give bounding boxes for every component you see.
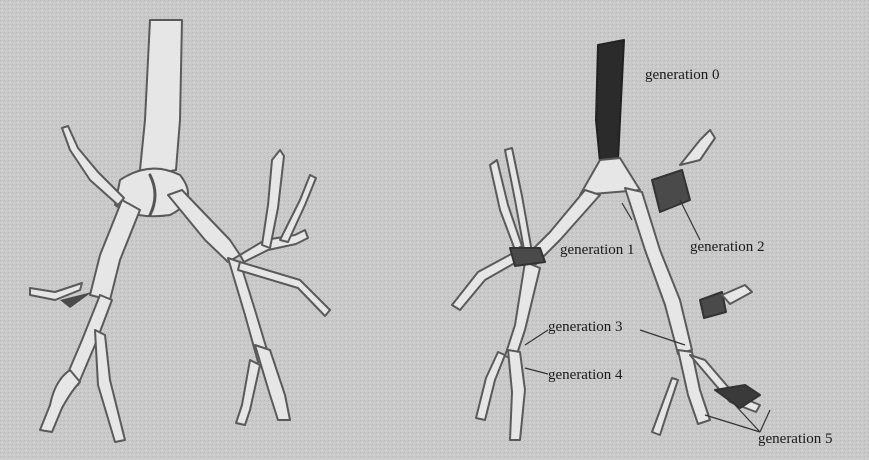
right-trachea [596,40,624,162]
label-generation-0: generation 0 [645,68,720,83]
label-generation-4: generation 4 [548,368,623,383]
label-generation-5: generation 5 [758,432,833,447]
right-gen1-dark [510,248,545,266]
label-generation-1: generation 1 [560,243,635,258]
label-generation-3: generation 3 [548,320,623,335]
label-generation-2: generation 2 [690,240,765,255]
